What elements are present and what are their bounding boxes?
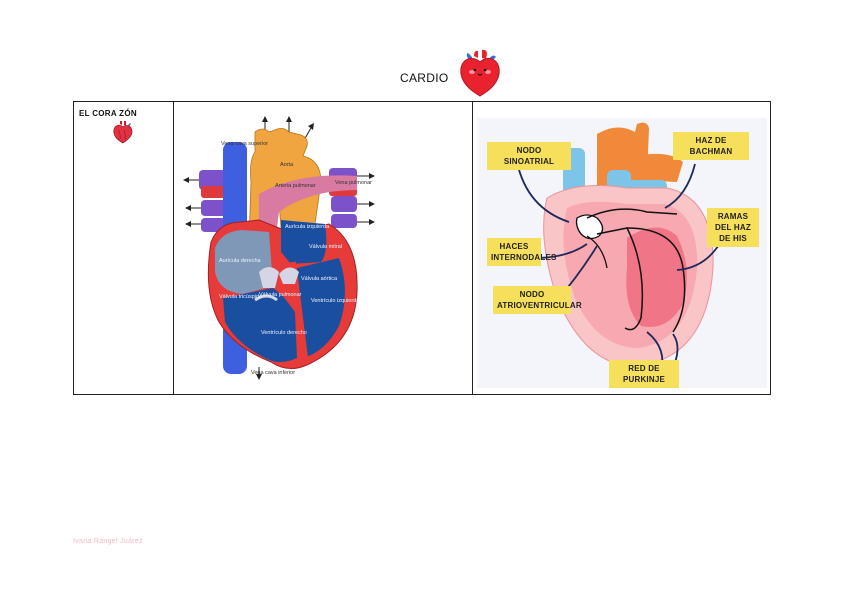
conduction-system-diagram xyxy=(477,118,767,388)
label-vena-cava-inferior: Vena cava inferior xyxy=(251,370,295,376)
label-auricula-izquierda: Aurícula izquierda xyxy=(285,224,330,230)
label-valvula-aortica: Válvula aórtica xyxy=(301,276,338,282)
label-valvula-tricuspide: Válvula tricúspide xyxy=(219,294,262,300)
conduction-system-cell: NODO SINOATRIAL HAZ DE BACHMAN RAMAS DEL… xyxy=(473,102,770,394)
content-table: EL CORA ZÓN xyxy=(73,101,771,395)
label-ramas-his: RAMAS DEL HAZ DE HIS xyxy=(707,208,759,247)
page-title: CARDIO xyxy=(400,71,449,85)
heart-anatomy-diagram: Vena cava superior Aorta Arteria pulmona… xyxy=(183,116,375,380)
label-vena-cava-superior: Vena cava superior xyxy=(221,141,268,147)
label-aorta: Aorta xyxy=(280,162,294,168)
label-haces-internodales: HACES INTERNODALES xyxy=(487,238,556,266)
heart-anatomy-cell: Vena cava superior Aorta Arteria pulmona… xyxy=(174,102,473,394)
label-vena-pulmonar: Vena pulmonar xyxy=(335,180,372,186)
label-nodo-sinoatrial: NODO SINOATRIAL xyxy=(487,142,571,170)
title-row: CARDIO xyxy=(0,46,848,102)
label-auricula-derecha: Aurícula derecha xyxy=(219,258,262,264)
label-nodo-av: NODO ATRIOVENTRICULAR xyxy=(493,286,582,314)
label-valvula-mitral: Válvula mitral xyxy=(309,244,342,250)
label-ventriculo-izquierdo: Ventrículo izquierdo xyxy=(311,298,359,304)
label-cell: EL CORA ZÓN xyxy=(74,102,174,394)
author-name: Ivana Rangel Juárez xyxy=(73,538,143,545)
label-ventriculo-derecho: Ventrículo derecho xyxy=(261,330,307,336)
label-valvula-pulmonar: Válvula pulmonar xyxy=(259,292,302,298)
section-label: EL CORA ZÓN xyxy=(79,109,137,118)
label-red-purkinje: RED DE PURKINJE xyxy=(609,360,679,388)
label-arteria-pulmonar: Arteria pulmonar xyxy=(275,183,316,189)
anatomical-heart-icon xyxy=(113,121,133,144)
heart-mascot-icon xyxy=(460,49,500,97)
label-haz-bachman: HAZ DE BACHMAN xyxy=(673,132,749,160)
